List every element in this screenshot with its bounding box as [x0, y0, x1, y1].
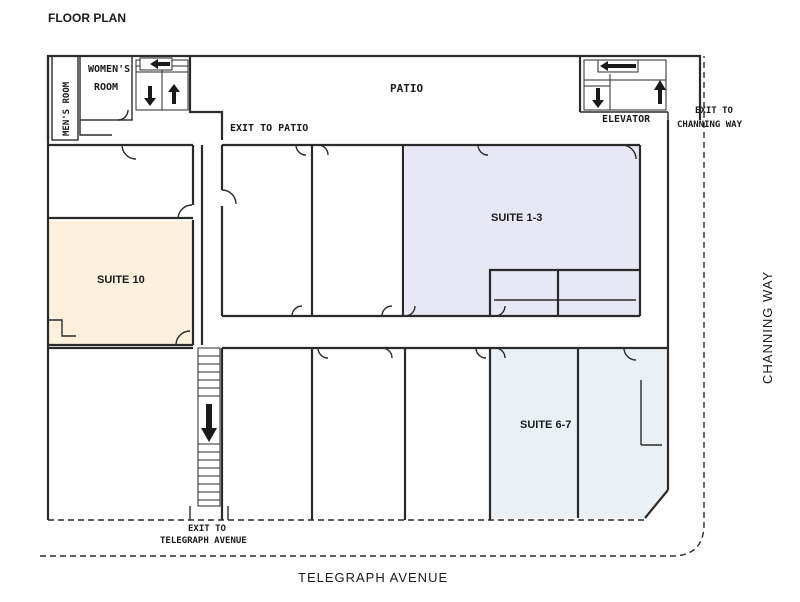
suite-10-label: SUITE 10	[97, 274, 145, 286]
exit-channing-label-line2: CHANNING WAY	[677, 120, 743, 130]
stairs-east	[583, 59, 667, 111]
interior-walls	[48, 143, 668, 521]
suite-1-3-area[interactable]	[405, 145, 640, 316]
restrooms	[51, 55, 133, 141]
stairs-west	[135, 57, 189, 111]
street-telegraph-label: TELEGRAPH AVENUE	[298, 570, 448, 585]
exit-channing-label-line1: EXIT TO	[695, 106, 734, 116]
exit-telegraph-label-line1: EXIT TO	[188, 524, 227, 534]
stairs-south	[189, 347, 229, 520]
womens-room-label-line1: WOMEN'S	[88, 64, 130, 75]
suite-6-7-label: SUITE 6-7	[520, 419, 571, 431]
exit-telegraph-label-line2: TELEGRAPH AVENUE	[160, 536, 247, 546]
plan-title: FLOOR PLAN	[48, 11, 126, 25]
suite-1-3-label: SUITE 1-3	[491, 212, 542, 224]
street-channing-label: CHANNING WAY	[760, 271, 775, 384]
site-boundary	[40, 56, 705, 557]
suite-10-area[interactable]	[48, 221, 193, 345]
womens-room-label-line2: ROOM	[94, 82, 118, 93]
patio-label: PATIO	[390, 82, 423, 95]
mens-room-label: MEN'S ROOM	[62, 81, 72, 136]
elevator-label: ELEVATOR	[602, 114, 651, 125]
exit-patio-label: EXIT TO PATIO	[230, 123, 308, 134]
outer-walls	[46, 54, 702, 520]
